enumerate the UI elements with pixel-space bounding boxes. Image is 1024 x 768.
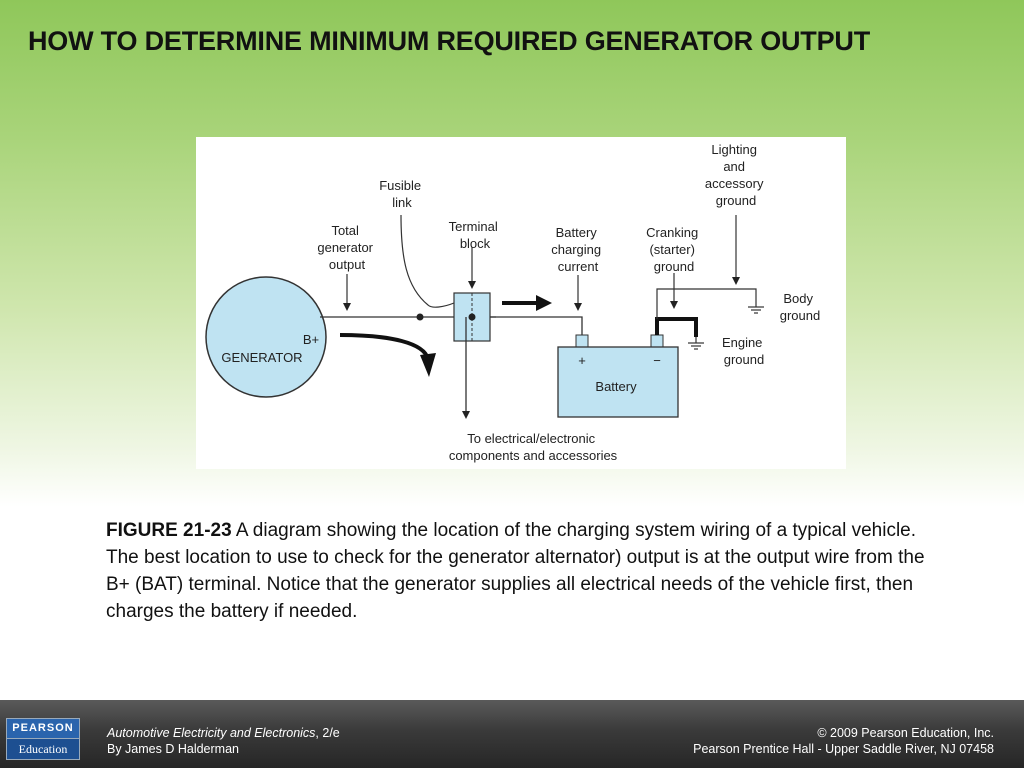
diagram-canvas: B+ GENERATOR + − Battery bbox=[205, 142, 820, 463]
footer-bar: PEARSON Education Automotive Electricity… bbox=[0, 700, 1024, 768]
slide-title: HOW TO DETERMINE MINIMUM REQUIRED GENERA… bbox=[28, 26, 871, 56]
fusible-link-wire bbox=[400, 214, 455, 308]
label-lighting-ground: Lighting and accessory ground bbox=[705, 142, 767, 208]
engine-ground-cable bbox=[655, 317, 698, 337]
charging-system-diagram: B+ GENERATOR + − Battery bbox=[196, 137, 846, 469]
flow-arrow-curved bbox=[339, 333, 430, 360]
generator-circle bbox=[205, 276, 327, 398]
logo-top-text: PEARSON bbox=[7, 719, 79, 739]
battery-negative-post bbox=[650, 334, 664, 348]
junction-dot-2 bbox=[468, 313, 476, 321]
label-fusible-link: Fusible link bbox=[379, 178, 425, 210]
body-ground-wire bbox=[656, 288, 757, 319]
logo-bottom-text: Education bbox=[18, 742, 68, 756]
label-battery-charging-current: Battery charging current bbox=[551, 225, 605, 274]
label-cranking-ground: Cranking (starter) ground bbox=[646, 225, 702, 274]
battery-positive-wire bbox=[490, 316, 583, 335]
book-edition: , 2/e bbox=[315, 726, 340, 740]
generator-label: GENERATOR bbox=[221, 350, 302, 365]
label-to-components: To electrical/electronic components and … bbox=[449, 431, 618, 463]
battery-body bbox=[557, 346, 679, 418]
footer-publisher-info: © 2009 Pearson Education, Inc. Pearson P… bbox=[693, 725, 994, 757]
label-total-generator-output: Total generator output bbox=[317, 223, 376, 272]
battery-minus-label: − bbox=[653, 353, 661, 368]
pearson-logo: PEARSON Education bbox=[6, 718, 80, 760]
flow-arrow-right-head bbox=[536, 295, 552, 311]
footer-book-info: Automotive Electricity and Electronics, … bbox=[107, 725, 340, 757]
junction-dot-1 bbox=[416, 313, 424, 321]
battery-label: Battery bbox=[595, 379, 637, 394]
label-engine-ground: Engine ground bbox=[722, 335, 766, 367]
publisher-text: Pearson Prentice Hall - Upper Saddle Riv… bbox=[693, 742, 994, 756]
figure-caption: FIGURE 21-23 A diagram showing the locat… bbox=[106, 517, 936, 625]
caption-text: A diagram showing the location of the ch… bbox=[106, 520, 925, 622]
figure-label: FIGURE 21-23 bbox=[106, 520, 232, 541]
book-title: Automotive Electricity and Electronics bbox=[107, 726, 316, 740]
battery-positive-post bbox=[575, 334, 589, 348]
generator-b-plus-label: B+ bbox=[303, 332, 319, 347]
battery-plus-label: + bbox=[578, 353, 586, 368]
label-terminal-block: Terminal block bbox=[449, 219, 502, 251]
book-author: By James D Halderman bbox=[107, 742, 239, 756]
copyright-text: © 2009 Pearson Education, Inc. bbox=[817, 726, 994, 740]
label-body-ground: Body ground bbox=[780, 291, 820, 323]
flow-arrow-curved-head bbox=[420, 353, 436, 377]
